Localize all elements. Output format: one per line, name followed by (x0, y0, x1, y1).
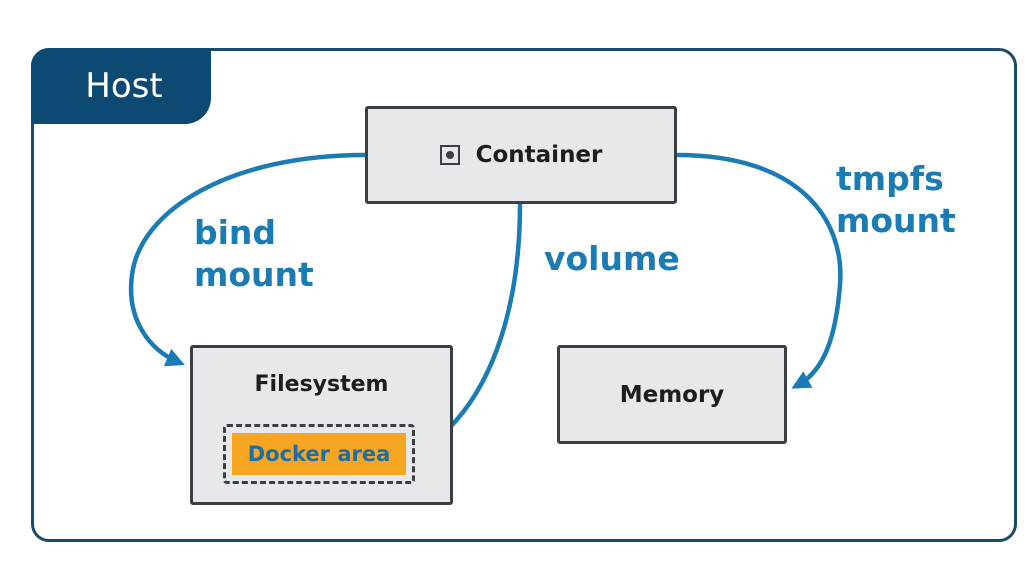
host-label: Host (31, 48, 211, 124)
docker-area-outline: Docker area (223, 424, 415, 484)
memory-label: Memory (619, 381, 725, 408)
volume-label: volume (544, 238, 680, 280)
container-icon (439, 145, 460, 165)
tmpfs-mount-label-line1: tmpfs (836, 159, 944, 198)
tmpfs-mount-arrow (676, 152, 843, 389)
filesystem-label: Filesystem (254, 372, 389, 397)
tmpfs-mount-label: tmpfs mount (836, 158, 956, 242)
volume-label-line1: volume (544, 239, 680, 278)
bind-mount-label-line1: bind (194, 213, 277, 252)
docker-area: Docker area (232, 433, 406, 475)
container-box: Container (365, 106, 677, 204)
memory-box: Memory (557, 345, 787, 444)
tmpfs-mount-label-line2: mount (836, 201, 956, 240)
bind-mount-arrow (128, 152, 366, 367)
bind-mount-label: bind mount (194, 212, 314, 296)
filesystem-box: Filesystem Docker area (190, 345, 453, 505)
bind-mount-label-line2: mount (194, 255, 314, 294)
container-label: Container (475, 142, 603, 168)
